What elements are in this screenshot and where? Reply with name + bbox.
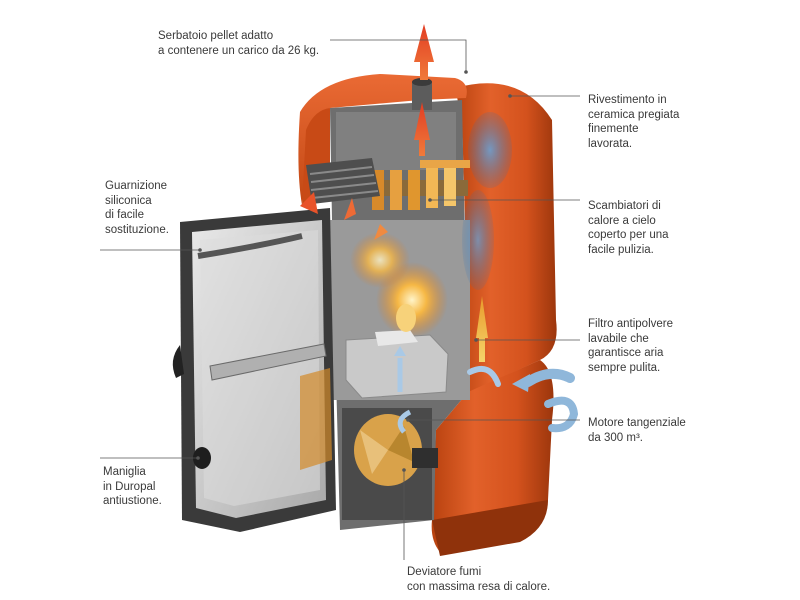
arrow-down-icon [374, 224, 388, 240]
stove-door [172, 208, 336, 532]
callout-line: con massima resa di calore. [407, 580, 551, 593]
smoke-deflector [342, 408, 438, 520]
callout-ceramic-cladding: Rivestimento in ceramica pregiata fineme… [588, 93, 679, 151]
callout-smoke-deflector: Deviatore fumi con massima resa di calor… [407, 565, 550, 594]
swirl-arrow-icon [544, 396, 579, 433]
callout-line: coperto per una [588, 229, 669, 241]
callout-line: Scambiatori di [588, 200, 661, 212]
callout-line: Guarnizione [105, 180, 168, 192]
callout-line: Rivestimento in [588, 94, 667, 106]
arrow-down-left-icon [344, 198, 356, 220]
callout-line: lavabile che [588, 332, 649, 345]
callout-silicone-gasket: Guarnizione siliconica di facile sostitu… [105, 179, 169, 237]
callout-line: di facile [105, 209, 144, 221]
burn-pot [345, 304, 449, 399]
callout-pellet-tank: Serbatoio pellet adatto a contenere un c… [158, 29, 319, 58]
callout-heat-exchanger: Scambiatori di calore a cielo coperto pe… [588, 199, 669, 257]
callout-line: Motore tangenziale [588, 417, 686, 429]
callout-line: in Duropal [103, 480, 156, 493]
hot-air-flow [300, 24, 488, 362]
callout-line: da 300 m³. [588, 431, 643, 444]
callout-line: calore a cielo [588, 214, 656, 227]
door-handle [193, 447, 211, 469]
callout-door-handle: Maniglia in Duropal antiustione. [103, 465, 162, 509]
arrow-up-icon [414, 102, 430, 156]
callout-line: lavorata. [588, 137, 633, 150]
callout-line: a contenere un carico da 26 kg. [158, 44, 320, 57]
callout-line: ceramica pregiata [588, 108, 680, 121]
callout-dust-filter: Filtro antipolvere lavabile che garantis… [588, 317, 673, 375]
swirl-arrow-icon [523, 368, 575, 387]
callout-line: finemente [588, 123, 639, 135]
callout-line: Deviatore fumi [407, 566, 482, 578]
callout-line: Serbatoio pellet adatto [158, 30, 274, 42]
callout-line: sempre pulita. [588, 361, 661, 374]
callout-line: facile pulizia. [588, 243, 654, 256]
leader-dots [196, 70, 512, 472]
arrow-up-icon [476, 296, 488, 362]
callout-line: Maniglia [103, 466, 146, 478]
vent-grille [306, 158, 380, 204]
callout-tangential-motor: Motore tangenziale da 300 m³. [588, 416, 686, 445]
callout-line: siliconica [105, 194, 152, 207]
callout-line: antiustione. [103, 495, 162, 507]
leader-line-tank [330, 39, 467, 72]
arrow-down-left-icon [300, 192, 318, 214]
arrow-up-icon [414, 24, 434, 80]
callout-line: garantisce aria [588, 347, 664, 359]
cold-air-flow [394, 346, 579, 434]
leader-lines [100, 39, 580, 560]
callout-line: sostituzione. [105, 223, 169, 236]
callout-line: Filtro antipolvere [588, 318, 674, 330]
